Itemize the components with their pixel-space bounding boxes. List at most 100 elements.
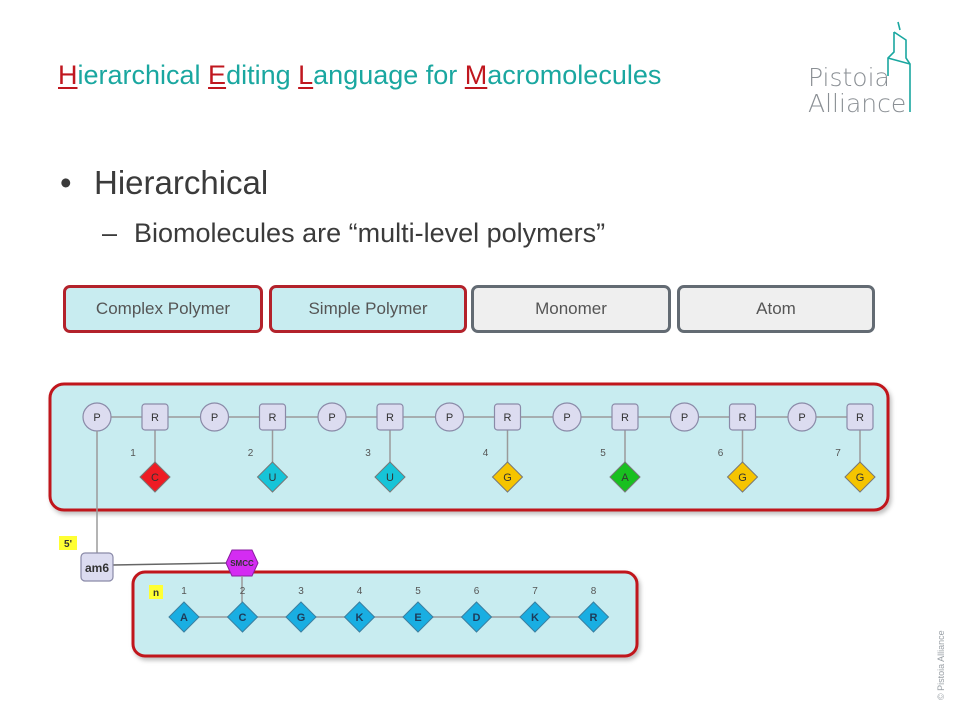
am6-node — [80, 552, 114, 582]
phosphate-label: P — [328, 412, 335, 424]
smcc-node — [225, 549, 259, 577]
copyright-notice: © Pistoia Alliance — [936, 630, 946, 700]
unit-number: 2 — [248, 448, 254, 459]
residue-node — [460, 601, 493, 633]
level-label: Complex Polymer — [95, 299, 231, 318]
phosphate-label: P — [681, 412, 688, 424]
logo-line2: Alliance — [808, 89, 906, 118]
sub-bullet-marker: – — [102, 218, 118, 248]
smcc-label: SMCC — [230, 559, 254, 568]
base-label: C — [151, 472, 159, 484]
rna-chain-frame — [48, 382, 890, 512]
base-label: U — [386, 472, 394, 484]
residue-label: G — [297, 612, 306, 624]
phosphate-node — [199, 402, 230, 432]
sugar-node — [728, 403, 757, 431]
level-simple-polymer: Simple Polymer — [269, 285, 467, 333]
sugar-node — [258, 403, 287, 431]
level-monomer: Monomer — [471, 285, 671, 333]
phosphate-node — [434, 402, 465, 432]
level-label: Monomer — [535, 299, 607, 318]
level-complex-polymer: Complex Polymer — [63, 285, 263, 333]
unit-number: 5 — [600, 448, 606, 459]
residue-node — [519, 601, 551, 633]
phosphate-label: P — [446, 412, 453, 424]
repeat-label: n — [153, 588, 159, 599]
residue-number: 2 — [240, 586, 246, 597]
level-atom: Atom — [677, 285, 875, 333]
bullet-marker: • — [60, 164, 72, 201]
end-label: 5' — [64, 539, 72, 550]
sugar-label: R — [621, 412, 629, 424]
level-label: Atom — [756, 299, 796, 318]
residue-label: E — [414, 612, 421, 624]
residue-label: K — [356, 612, 364, 624]
residue-label: A — [180, 612, 188, 624]
unit-number: 4 — [483, 448, 489, 459]
phosphate-label: P — [563, 412, 570, 424]
base-node — [726, 461, 759, 493]
title-text: acromolecules — [487, 60, 662, 90]
unit-number: 7 — [835, 448, 841, 459]
residue-node — [226, 601, 259, 633]
residue-number: 3 — [298, 586, 304, 597]
residue-node — [402, 601, 434, 633]
base-label: G — [738, 472, 747, 484]
title-initial: M — [464, 60, 488, 90]
residue-label: R — [590, 612, 598, 624]
unit-number: 1 — [130, 448, 136, 459]
sub-bullet-text: Biomolecules are “multi-level polymers” — [134, 218, 606, 248]
title-initial: E — [208, 60, 227, 90]
phosphate-label: P — [211, 412, 218, 424]
sugar-label: R — [856, 412, 864, 424]
phosphate-node — [317, 402, 347, 432]
phosphate-label: P — [93, 412, 100, 424]
base-node — [491, 461, 524, 493]
bullet-text: Hierarchical — [94, 164, 269, 201]
bullet-level-1: • Hierarchical — [60, 164, 268, 202]
sugar-node — [846, 403, 874, 431]
residue-number: 1 — [181, 586, 187, 597]
sugar-node — [493, 403, 522, 431]
base-label: G — [856, 472, 865, 484]
base-label: A — [621, 472, 629, 484]
phosphate-node — [669, 402, 700, 432]
unit-number: 6 — [718, 448, 724, 459]
linker-horizontal-line — [112, 562, 229, 566]
residue-number: 6 — [474, 586, 480, 597]
title-initial: L — [298, 60, 314, 90]
residue-label: C — [239, 612, 247, 624]
bullet-level-2: –Biomolecules are “multi-level polymers” — [102, 218, 605, 249]
title-text: ierarchical — [77, 60, 209, 90]
base-node — [139, 461, 171, 493]
residue-number: 7 — [532, 586, 538, 597]
title-text: anguage for — [313, 60, 465, 90]
phosphate-node — [552, 402, 582, 432]
residue-node — [285, 601, 317, 633]
end-label-box — [59, 536, 77, 550]
phosphate-label: P — [798, 412, 805, 424]
sugar-label: R — [269, 412, 277, 424]
base-node — [844, 461, 876, 493]
base-node — [256, 461, 289, 493]
base-node — [609, 461, 641, 493]
sugar-node — [141, 403, 169, 431]
peptide-frame — [131, 570, 639, 658]
sugar-label: R — [151, 412, 159, 424]
residue-node — [343, 601, 376, 633]
am6-label: am6 — [85, 561, 109, 575]
sugar-label: R — [386, 412, 394, 424]
residue-node — [168, 601, 200, 633]
logo-line1: Pistoia — [808, 63, 890, 92]
residue-label: D — [473, 612, 481, 624]
sugar-label: R — [739, 412, 747, 424]
sugar-label: R — [504, 412, 512, 424]
residue-number: 4 — [357, 586, 363, 597]
residue-number: 8 — [591, 586, 597, 597]
residue-node — [577, 601, 610, 633]
base-label: U — [269, 472, 277, 484]
sugar-node — [611, 403, 639, 431]
tower-icon — [887, 21, 911, 112]
pistoia-alliance-logo: Pistoia Alliance — [808, 21, 911, 118]
